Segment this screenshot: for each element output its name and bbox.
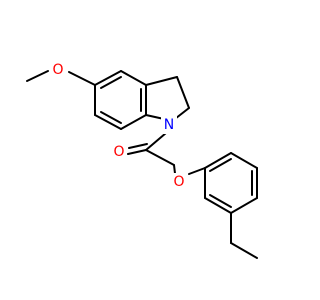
bond-o-aryl — [68, 71, 96, 86]
bond-ph-inner-3 — [209, 194, 232, 208]
atom-label-o: O — [173, 174, 184, 190]
bond-carbonyl-double-1 — [127, 149, 147, 155]
bond-n-carbonyl-c — [145, 132, 167, 151]
bond-c3a-c3 — [145, 76, 178, 86]
bond-ph-4 — [230, 197, 258, 214]
label-backdrop — [171, 173, 187, 191]
atom-carbonyl-o: O — [111, 143, 127, 161]
bond-ph-5 — [204, 197, 232, 214]
molecule-structure-diagram: O N O O — [0, 0, 300, 300]
molecule-svg: O N O O — [0, 0, 300, 300]
atom-label-o: O — [113, 144, 124, 160]
bond-c5-c4-inner — [100, 76, 122, 89]
atom-label-o: O — [52, 62, 63, 78]
bond-methyl-o — [26, 70, 49, 82]
bond-c5-c4 — [94, 70, 122, 86]
bond-c4-c3a — [120, 70, 147, 86]
bond-ph-2 — [230, 152, 258, 169]
label-backdrop — [111, 143, 127, 161]
bond-ph-inner-1 — [209, 158, 232, 172]
bond-ether-o-aryl — [188, 167, 206, 175]
bond-c7-c6-inner — [100, 111, 122, 124]
bond-ch2-ch3 — [230, 242, 258, 259]
bond-ph-1 — [204, 152, 232, 169]
canvas-background — [0, 0, 300, 300]
bond-carbonyl-double-2 — [128, 143, 148, 149]
label-backdrop — [50, 61, 66, 79]
label-backdrop — [161, 116, 177, 134]
bond-c3-c2 — [176, 76, 190, 109]
atom-ring-n: N — [161, 116, 177, 134]
bond-carbonyl-ch2 — [145, 149, 175, 166]
atom-ether-o: O — [171, 173, 187, 191]
bond-c7a-c7 — [120, 114, 147, 130]
atom-label-n: N — [164, 117, 174, 133]
bond-c7-c6 — [94, 114, 122, 130]
atom-methoxy-o: O — [50, 61, 66, 79]
